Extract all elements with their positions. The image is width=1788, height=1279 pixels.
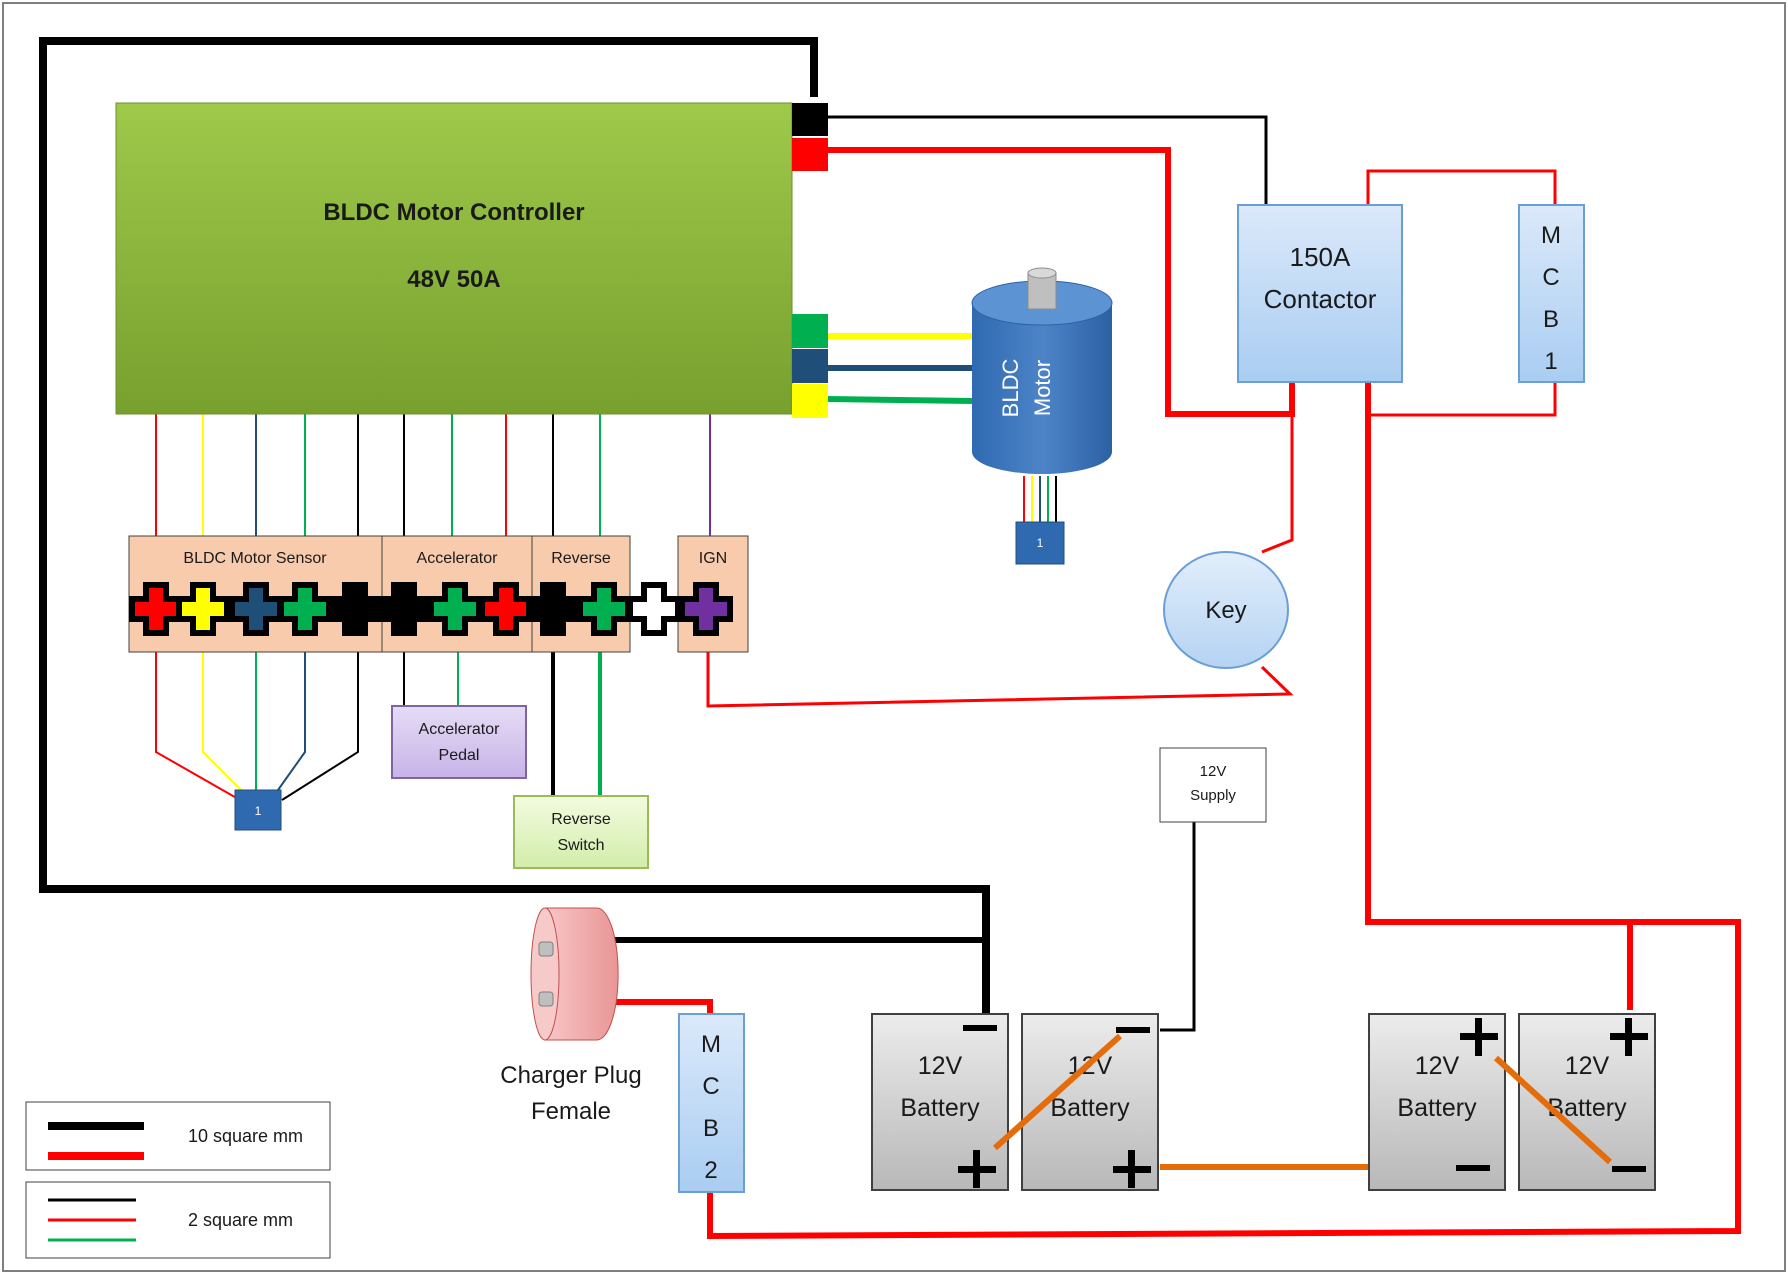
- wire-12v-supply: [1160, 822, 1196, 1032]
- connector-accelerator-label: Accelerator: [417, 550, 499, 567]
- supply-label-1: 12V: [1200, 763, 1227, 780]
- minus-icon: [1116, 1027, 1150, 1033]
- connector-pin: [278, 582, 332, 636]
- connector-pin: [428, 582, 482, 636]
- connector-sensor-label: BLDC Motor Sensor: [183, 550, 327, 567]
- battery-label: Battery: [1050, 1094, 1130, 1122]
- wire-main-negative: [39, 37, 990, 1016]
- wire-key-feed: [1261, 382, 1294, 554]
- mcb1-letter: B: [1543, 306, 1559, 333]
- contactor-label-1: 150A: [1290, 242, 1351, 272]
- minus-icon: [1612, 1166, 1646, 1172]
- connector-pin: [229, 582, 283, 636]
- connector-blocks: BLDC Motor Sensor Accelerator Reverse IG…: [128, 535, 749, 653]
- motor-shaft: [1027, 272, 1057, 310]
- connector-pin: [479, 582, 533, 636]
- mcb1-letter: C: [1542, 264, 1559, 291]
- motor-label-1: BLDC: [998, 359, 1023, 418]
- thin-wires: [155, 115, 1557, 1032]
- mcb2-letter: C: [702, 1073, 719, 1100]
- contactor: 150A Contactor: [1237, 204, 1403, 383]
- battery-label: 12V: [1565, 1052, 1610, 1080]
- battery-label: Battery: [900, 1094, 980, 1122]
- battery-label: 12V: [918, 1052, 963, 1080]
- battery-1: 12V Battery: [871, 1013, 1009, 1191]
- mcb2-letter: 2: [704, 1157, 717, 1184]
- legend: 10 square mm 2 square mm: [25, 1101, 331, 1259]
- battery-3: 12V Battery: [1368, 1013, 1506, 1191]
- battery-label: 12V: [1415, 1052, 1460, 1080]
- motor-plug-label: 1: [1037, 536, 1044, 550]
- mcb1-letter: 1: [1544, 348, 1557, 375]
- motor-controller: BLDC Motor Controller 48V 50A: [115, 102, 828, 418]
- key-label: Key: [1205, 597, 1246, 624]
- connector-pin: [328, 582, 382, 636]
- connector-pin: [129, 582, 183, 636]
- minus-icon: [963, 1025, 997, 1031]
- wire-mcb1-top: [1366, 169, 1557, 205]
- charger-label-1: Charger Plug: [500, 1062, 641, 1089]
- wire-phase-green: [827, 396, 973, 404]
- controller-rating: 48V 50A: [407, 266, 500, 293]
- connector-pin: [526, 582, 580, 636]
- legend-thick-label: 10 square mm: [188, 1126, 303, 1146]
- controller-title: BLDC Motor Controller: [323, 199, 584, 226]
- switch-label-1: Reverse: [551, 811, 611, 828]
- mcb2-letter: M: [701, 1031, 721, 1058]
- connector-pin: [577, 582, 631, 636]
- controller-phase-green: [792, 314, 828, 348]
- connector-pin: [627, 582, 681, 636]
- mcb1: M C B 1: [1518, 204, 1585, 383]
- motor-label-2: Motor: [1030, 360, 1055, 416]
- batteries: 12V Battery 12V Battery 12V Battery 12V …: [871, 1013, 1656, 1191]
- wire-contactor-coil-neg: [828, 115, 1268, 205]
- charger-plug: Charger Plug Female: [500, 907, 642, 1125]
- connector-reverse-label: Reverse: [551, 550, 611, 567]
- supply-box: 12V Supply: [1159, 747, 1267, 823]
- motor-sensor-plug: [1015, 521, 1065, 565]
- battery-4: 12V Battery: [1518, 1013, 1656, 1191]
- bldc-motor: BLDC Motor 1: [971, 267, 1113, 565]
- connector-pin: [679, 582, 733, 636]
- key-switch: Key: [1163, 551, 1289, 669]
- wire-battery-positive-loop: [707, 382, 1741, 1240]
- wire-charger-positive: [613, 999, 713, 1014]
- charger-label-2: Female: [531, 1098, 611, 1125]
- connector-pin: [377, 582, 431, 636]
- contactor-label-2: Contactor: [1264, 284, 1377, 314]
- mcb2: M C B 2: [678, 1013, 745, 1193]
- controller-phase-blue: [792, 349, 828, 383]
- reverse-switch: Reverse Switch: [513, 795, 649, 869]
- mcb1-letter: M: [1541, 222, 1561, 249]
- controller-phase-yellow: [792, 384, 828, 418]
- controller-positive-terminal: [792, 138, 828, 171]
- battery-label: Battery: [1397, 1094, 1477, 1122]
- connector-ign-label: IGN: [699, 550, 727, 567]
- pedal-label-2: Pedal: [439, 747, 480, 764]
- wire-ign: [706, 630, 1294, 708]
- legend-thin-label: 2 square mm: [188, 1210, 293, 1230]
- connector-pins: [129, 582, 733, 636]
- controller-negative-terminal: [792, 103, 828, 136]
- mcb2-letter: B: [703, 1115, 719, 1142]
- pedal-label-1: Accelerator: [419, 721, 501, 738]
- minus-icon: [1456, 1165, 1490, 1171]
- accelerator-pedal: Accelerator Pedal: [391, 705, 527, 779]
- wire-mcb1-bottom: [1366, 382, 1557, 417]
- sensor-plug: 1: [234, 789, 282, 831]
- connector-pin: [176, 582, 230, 636]
- supply-label-2: Supply: [1190, 787, 1236, 804]
- sensor-plug-label: 1: [255, 804, 262, 818]
- switch-label-2: Switch: [557, 837, 604, 854]
